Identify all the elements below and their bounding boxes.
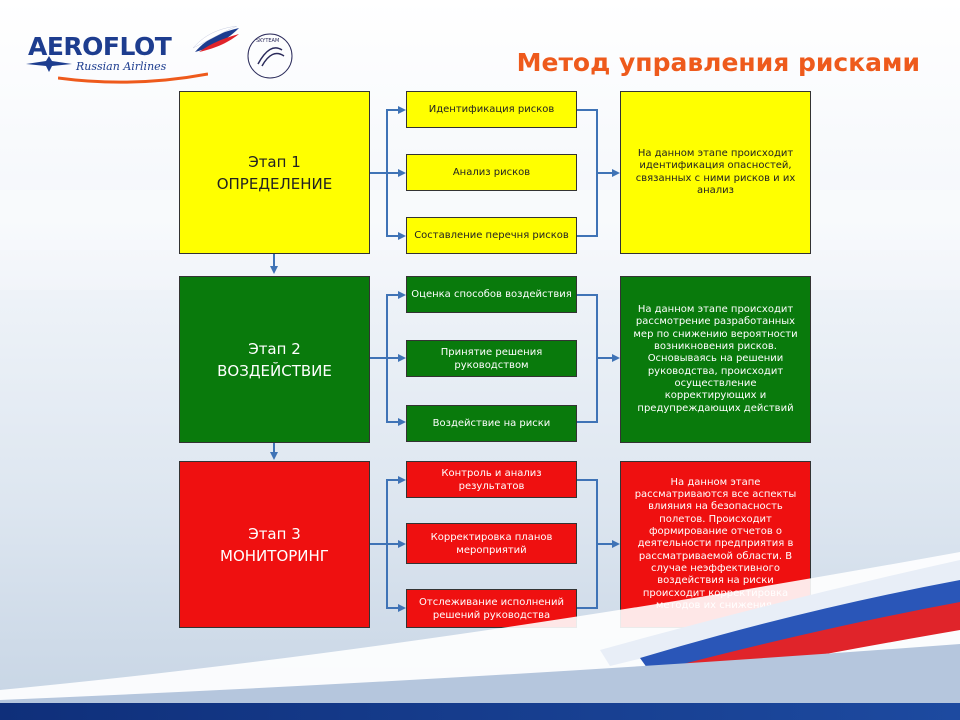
- arrow-right-icon: [612, 354, 620, 362]
- substep-text: Идентификация рисков: [428, 104, 555, 115]
- connector-line: [386, 235, 398, 237]
- description-text: На данном этапе происходит идентификация…: [635, 147, 796, 196]
- slide-title: Метод управления рисками: [516, 48, 920, 77]
- substep-box: Контроль и анализ результатов: [406, 461, 577, 498]
- arrow-down-icon: [270, 266, 278, 274]
- substep-text: Воздействие на риски: [432, 418, 551, 429]
- connector-line: [577, 109, 597, 111]
- connector-line: [596, 543, 612, 545]
- substep-text: Оценка способов воздействия: [411, 289, 572, 300]
- arrow-right-icon: [398, 418, 406, 426]
- substep-text: Составление перечня рисков: [414, 230, 569, 241]
- stage-2-label: Этап 2: [248, 339, 301, 358]
- connector-line: [577, 235, 597, 237]
- connector-line: [577, 607, 597, 609]
- connector-line: [273, 254, 275, 266]
- stage-1-name: ОПРЕДЕЛЕНИЕ: [216, 174, 333, 193]
- stage-2-description: На данном этапе происходит рассмотрение …: [620, 276, 811, 443]
- skyteam-label: SKYTEAM: [256, 38, 279, 44]
- arrow-right-icon: [612, 169, 620, 177]
- connector-line: [370, 543, 387, 545]
- substep-text: Принятие решения руководством: [440, 346, 543, 371]
- connector-line: [577, 421, 597, 423]
- description-text: На данном этапе происходит рассмотрение …: [633, 304, 798, 414]
- stage-3-box: Этап 3 МОНИТОРИНГ: [179, 461, 370, 628]
- connector-line: [577, 479, 597, 481]
- skyteam-logo-icon: SKYTEAM: [247, 33, 293, 79]
- substep-text: Анализ рисков: [452, 167, 531, 178]
- stage-1-box: Этап 1 ОПРЕДЕЛЕНИЕ: [179, 91, 370, 254]
- substep-text: Отслеживание исполнений решений руководс…: [419, 596, 564, 621]
- connector-line: [386, 479, 398, 481]
- stage-1-label: Этап 1: [248, 152, 301, 171]
- substep-box: Анализ рисков: [406, 154, 577, 191]
- substep-box: Принятие решения руководством: [406, 340, 577, 377]
- logo-swoosh-icon: [58, 72, 208, 84]
- connector-line: [386, 294, 398, 296]
- flag-swoosh-decoration: [0, 552, 960, 720]
- connector-line: [273, 443, 275, 452]
- arrow-right-icon: [398, 354, 406, 362]
- arrow-right-icon: [398, 106, 406, 114]
- arrow-right-icon: [398, 232, 406, 240]
- arrow-right-icon: [398, 169, 406, 177]
- connector-line: [386, 172, 398, 174]
- substep-box: Корректировка планов мероприятий: [406, 523, 577, 564]
- connector-line: [370, 357, 387, 359]
- connector-line: [386, 109, 398, 111]
- connector-line: [386, 543, 398, 545]
- stage-3-name: МОНИТОРИНГ: [220, 546, 329, 565]
- connector-line: [370, 172, 387, 174]
- substep-text: Корректировка планов мероприятий: [430, 531, 553, 556]
- arrow-right-icon: [398, 476, 406, 484]
- arrow-right-icon: [398, 540, 406, 548]
- arrow-right-icon: [612, 540, 620, 548]
- substep-box: Оценка способов воздействия: [406, 276, 577, 313]
- connector-line: [577, 294, 597, 296]
- connector-line: [386, 607, 398, 609]
- arrow-down-icon: [270, 452, 278, 460]
- stage-1-description: На данном этапе происходит идентификация…: [620, 91, 811, 254]
- substep-box: Идентификация рисков: [406, 91, 577, 128]
- connector-line: [596, 172, 612, 174]
- substep-text: Контроль и анализ результатов: [441, 467, 542, 492]
- connector-line: [386, 421, 398, 423]
- arrow-right-icon: [398, 291, 406, 299]
- stage-2-box: Этап 2 ВОЗДЕЙСТВИЕ: [179, 276, 370, 443]
- footer-bar: [0, 703, 960, 720]
- arrow-right-icon: [398, 604, 406, 612]
- connector-line: [596, 357, 612, 359]
- substep-box: Составление перечня рисков: [406, 217, 577, 254]
- stage-3-label: Этап 3: [248, 524, 301, 543]
- aeroflot-logo: AEROFLOT Russian Airlines SKYTEAM: [26, 26, 308, 92]
- stage-2-name: ВОЗДЕЙСТВИЕ: [217, 361, 332, 380]
- winged-emblem-icon: [26, 56, 72, 72]
- logo-wordmark: AEROFLOT: [28, 32, 172, 61]
- russian-flag-wing-icon: [193, 26, 239, 52]
- connector-line: [386, 357, 398, 359]
- substep-box: Воздействие на риски: [406, 405, 577, 442]
- logo-subtitle: Russian Airlines: [76, 60, 167, 73]
